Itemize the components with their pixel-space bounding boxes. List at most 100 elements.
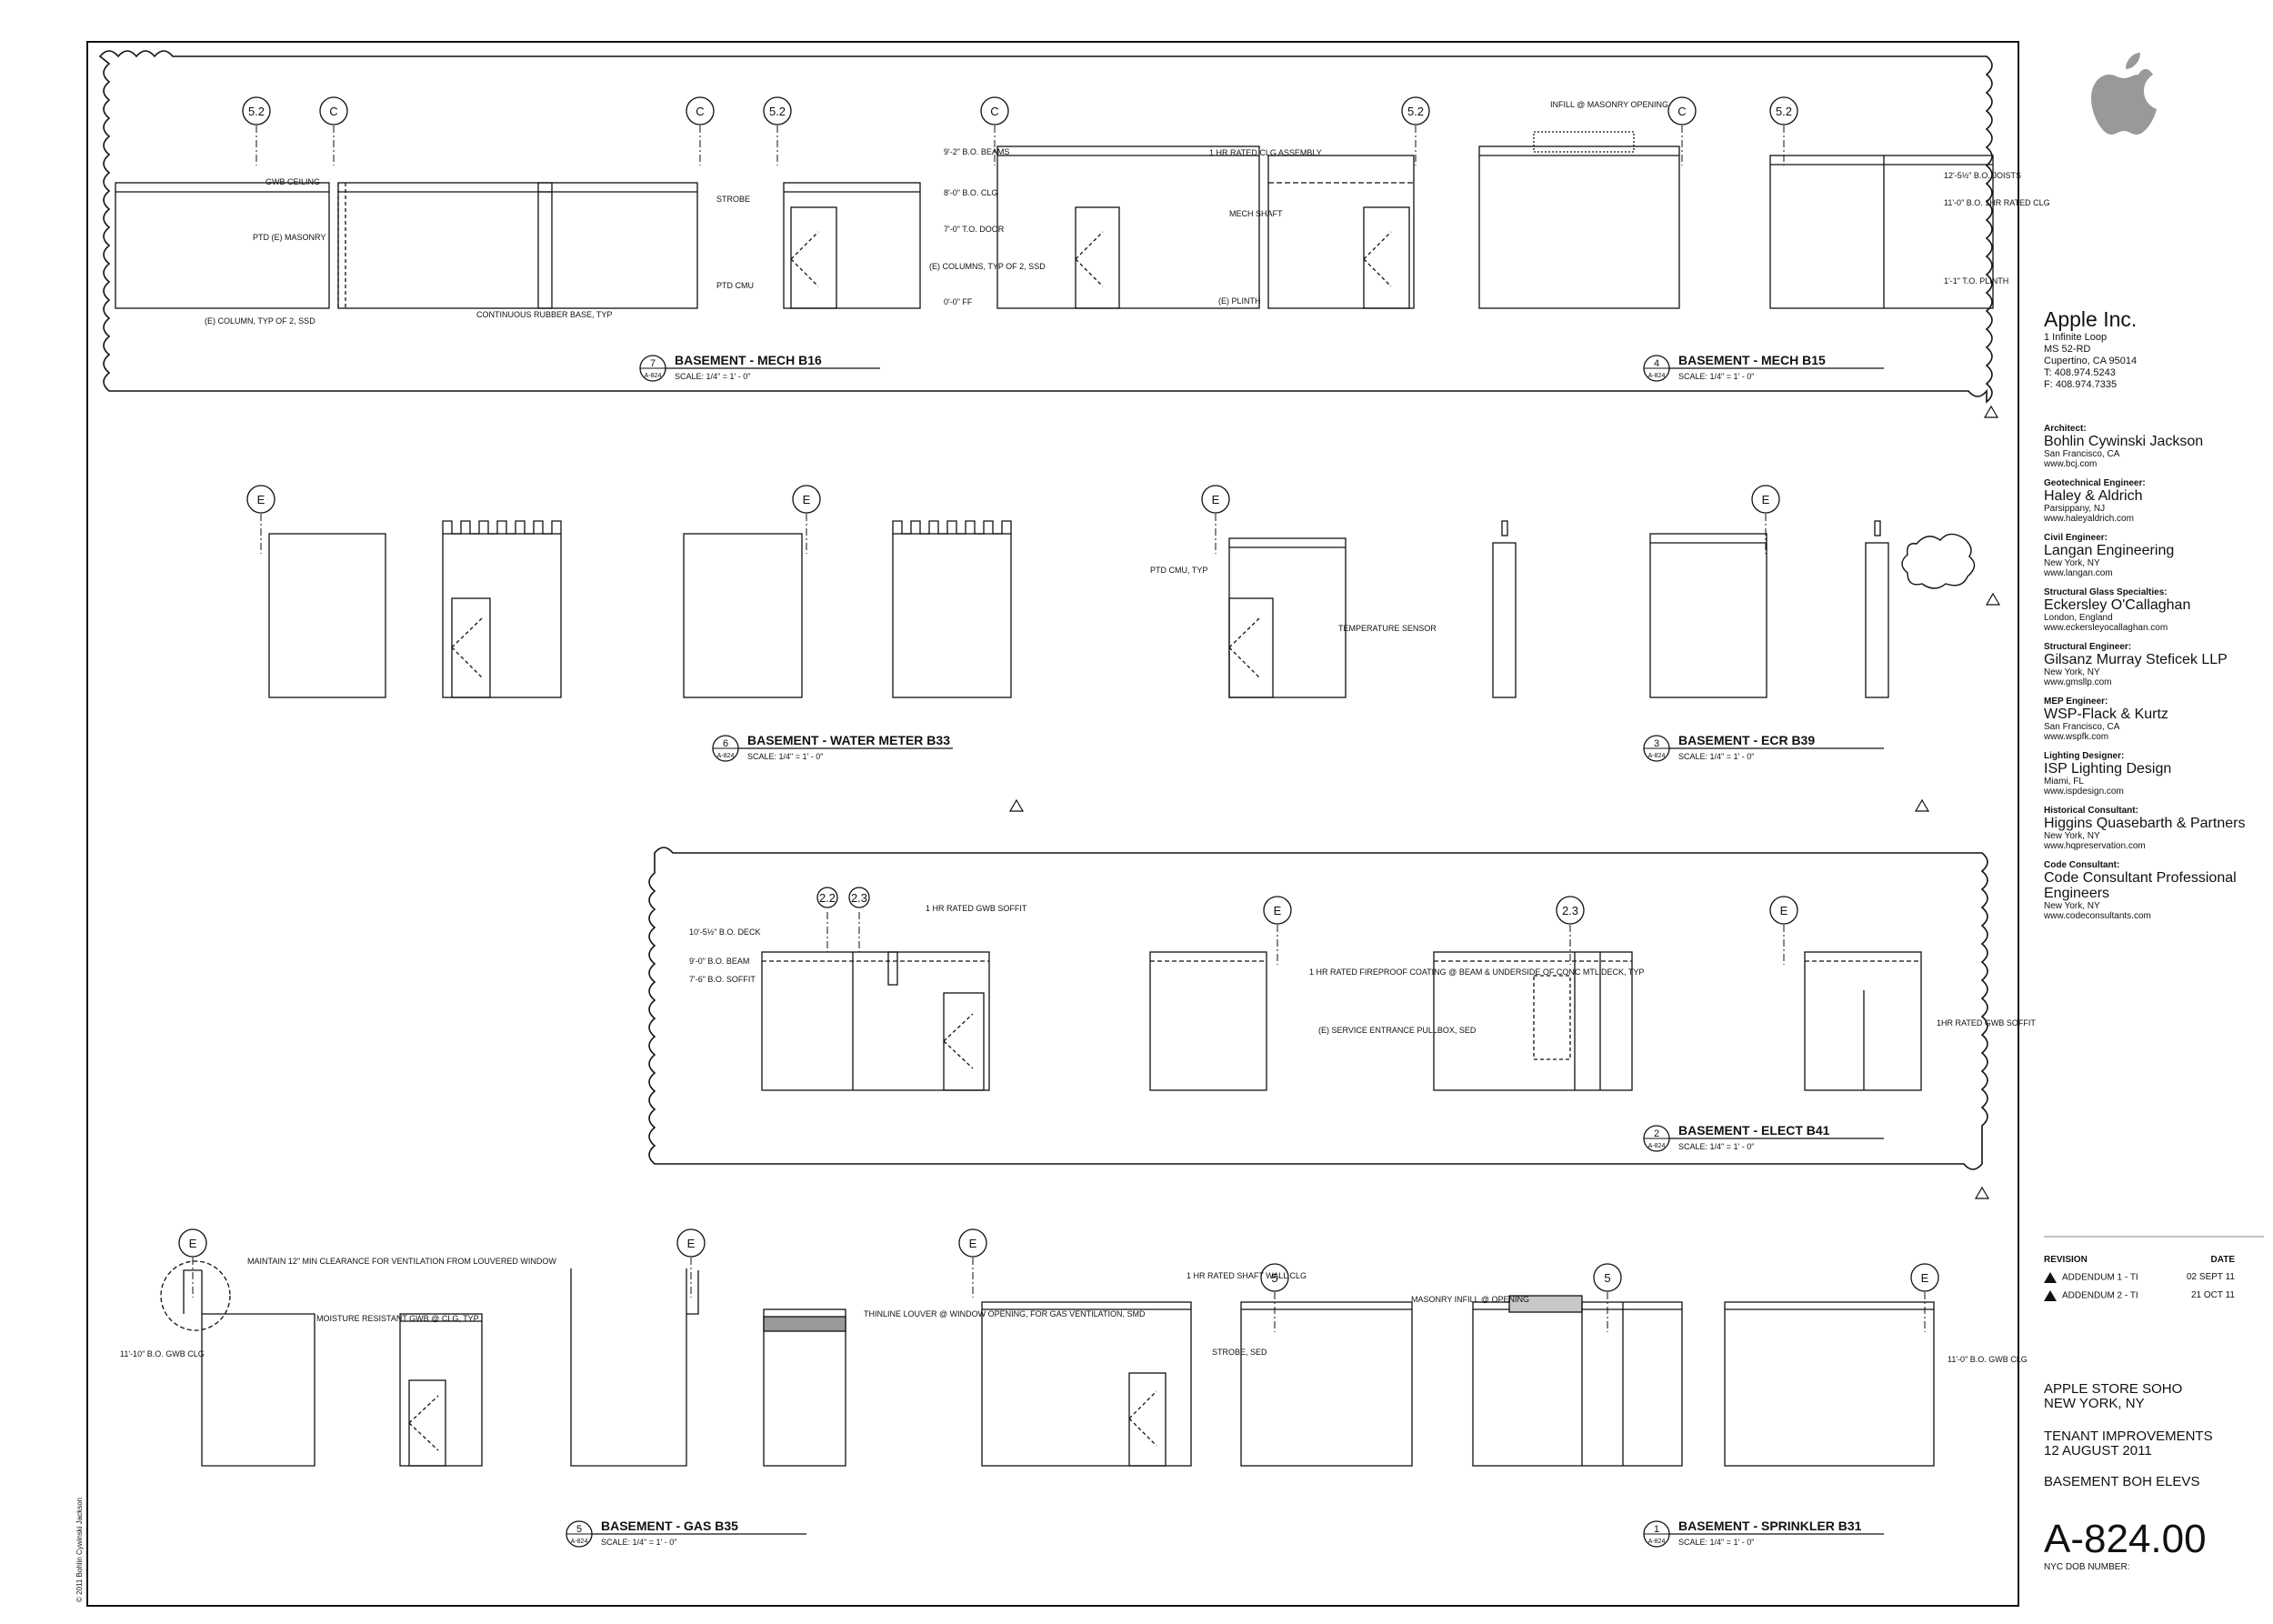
- drawing-number: 1: [1654, 1524, 1659, 1535]
- consultant-location: San Francisco, CA: [2044, 722, 2120, 732]
- consultant-location: New York, NY: [2044, 558, 2100, 568]
- grid-bubble: E: [1910, 1263, 1939, 1332]
- note-ptd-e-masonry: PTD (E) MASONRY: [253, 233, 325, 242]
- grid-label: E: [1762, 493, 1770, 506]
- consultant-web: www.haleyaldrich.com: [2044, 514, 2134, 524]
- consultant-location: San Francisco, CA: [2044, 449, 2120, 459]
- grid-label: E: [1212, 493, 1220, 506]
- revision-date: 21 OCT 11: [2191, 1290, 2235, 1300]
- drawing-scale: SCALE: 1/4" = 1' - 0": [747, 752, 823, 761]
- note-thinline-louver: THINLINE LOUVER @ WINDOW OPENING, FOR GA…: [864, 1309, 1146, 1318]
- grid-label: E: [969, 1237, 977, 1250]
- project-phase: TENANT IMPROVEMENTS: [2044, 1429, 2213, 1444]
- level-bo-gwb-clg: 11'-10" B.O. GWB CLG: [120, 1349, 205, 1358]
- note-1hr-gwb-soffit: 1HR RATED GWB SOFFIT: [1937, 1018, 2036, 1028]
- drawing-scale: SCALE: 1/4" = 1' - 0": [601, 1538, 676, 1547]
- consultant-firm: Eckersley O'Callaghan: [2044, 597, 2191, 613]
- consultant-web: www.langan.com: [2044, 568, 2113, 578]
- grid-label: C: [1677, 105, 1686, 118]
- sheet-number: A-824.00: [2044, 1517, 2207, 1561]
- grid-label: 2.3: [1562, 904, 1578, 917]
- grid-label: E: [189, 1237, 197, 1250]
- client-address-line: F: 408.974.7335: [2044, 379, 2118, 390]
- apple-logo: [2091, 53, 2157, 135]
- grid-label: E: [687, 1237, 696, 1250]
- copyright: © 2011 Bohlin Cywinski Jackson: [75, 1498, 84, 1602]
- consultant-role: Structural Engineer:: [2044, 642, 2132, 652]
- drawing-number: 2: [1654, 1128, 1659, 1139]
- consultant-role: Lighting Designer:: [2044, 751, 2125, 761]
- grid-label: 5.2: [248, 105, 265, 118]
- consultant-role: Architect:: [2044, 424, 2087, 434]
- consultant-firm: ISP Lighting Design: [2044, 761, 2172, 777]
- date-header: DATE: [2210, 1255, 2235, 1265]
- note-fireproof: 1 HR RATED FIREPROOF COATING @ BEAM & UN…: [1309, 967, 1644, 977]
- revision-label: ADDENDUM 2 - TI: [2062, 1290, 2138, 1301]
- level-to-door: 7'-0" T.O. DOOR: [944, 225, 1005, 234]
- drawing-title-text: BASEMENT - ECR B39: [1678, 733, 1815, 747]
- note-strobe-sed: STROBE, SED: [1212, 1348, 1267, 1357]
- note-rubber-base: CONTINUOUS RUBBER BASE, TYP: [476, 310, 612, 319]
- consultant-role: Code Consultant:: [2044, 860, 2120, 870]
- drawing-ref: A-824: [1648, 373, 1666, 379]
- grid-bubble: C: [1667, 96, 1697, 165]
- level-ff: 0'-0" FF: [944, 297, 973, 306]
- grid-label: E: [1921, 1271, 1929, 1285]
- drawing-title-text: BASEMENT - GAS B35: [601, 1519, 738, 1533]
- consultant-role: Historical Consultant:: [2044, 806, 2138, 816]
- grid-bubble: C: [319, 96, 348, 165]
- drawing-title-text: BASEMENT - WATER METER B33: [747, 733, 950, 747]
- drawing-ref: A-824: [571, 1539, 588, 1545]
- project-name: APPLE STORE SOHO: [2044, 1381, 2183, 1397]
- elevation-mech-b16: [115, 182, 921, 309]
- revision-row: ADDENDUM 2 - TI 21 OCT 11: [2044, 1290, 2235, 1301]
- consultant-web: www.gmsllp.com: [2044, 677, 2112, 687]
- consultant-web: www.hqpreservation.com: [2044, 841, 2146, 851]
- grid-bubble: 5: [1260, 1263, 1289, 1332]
- note-strobe: STROBE: [716, 195, 750, 204]
- drawing-number: 6: [723, 738, 728, 749]
- grid-bubble: E: [1769, 896, 1798, 965]
- consultant-entry: Structural Engineer:Gilsanz Murray Stefi…: [2044, 642, 2262, 687]
- drawing-scale: SCALE: 1/4" = 1' - 0": [1678, 372, 1754, 381]
- client-name: Apple Inc.: [2044, 307, 2138, 331]
- grid-bubble: 5.2: [763, 96, 792, 165]
- drawing-number: 5: [576, 1524, 582, 1535]
- sheet-border: [86, 41, 2019, 1607]
- consultant-firm: Haley & Aldrich: [2044, 488, 2143, 504]
- drawing-number: 7: [650, 358, 656, 369]
- revision-cloud-top: [98, 50, 1993, 404]
- grid-label: 5: [1271, 1271, 1277, 1285]
- consultant-web: www.wspfk.com: [2044, 732, 2109, 742]
- elevation-sprinkler-b31: [981, 1295, 1935, 1467]
- note-ptd-cmu: PTD CMU: [716, 281, 754, 290]
- drawing-title-text: BASEMENT - SPRINKLER B31: [1678, 1519, 1862, 1533]
- grid-label: E: [257, 493, 265, 506]
- project-location: NEW YORK, NY: [2044, 1396, 2145, 1411]
- grid-label: 5.2: [769, 105, 786, 118]
- drawing-scale: SCALE: 1/4" = 1' - 0": [1678, 1142, 1754, 1151]
- grid-label: 2.2: [819, 891, 836, 905]
- level-bo-beams: 9'-2" B.O. BEAMS: [944, 147, 1009, 156]
- grid-bubble: 5: [1593, 1263, 1622, 1332]
- level-bo-beam: 9'-0" B.O. BEAM: [689, 957, 749, 966]
- grid-label: 5.2: [1776, 105, 1792, 118]
- drawing-scale: SCALE: 1/4" = 1' - 0": [1678, 1538, 1754, 1547]
- grid-bubble: 2.3: [1556, 896, 1585, 965]
- consultant-location: Miami, FL: [2044, 777, 2084, 787]
- consultant-web: www.ispdesign.com: [2044, 787, 2124, 797]
- consultant-role: Civil Engineer:: [2044, 533, 2108, 543]
- elevation-elect-b41: [761, 951, 1922, 1091]
- consultant-web: www.eckersleyocallaghan.com: [2044, 623, 2168, 633]
